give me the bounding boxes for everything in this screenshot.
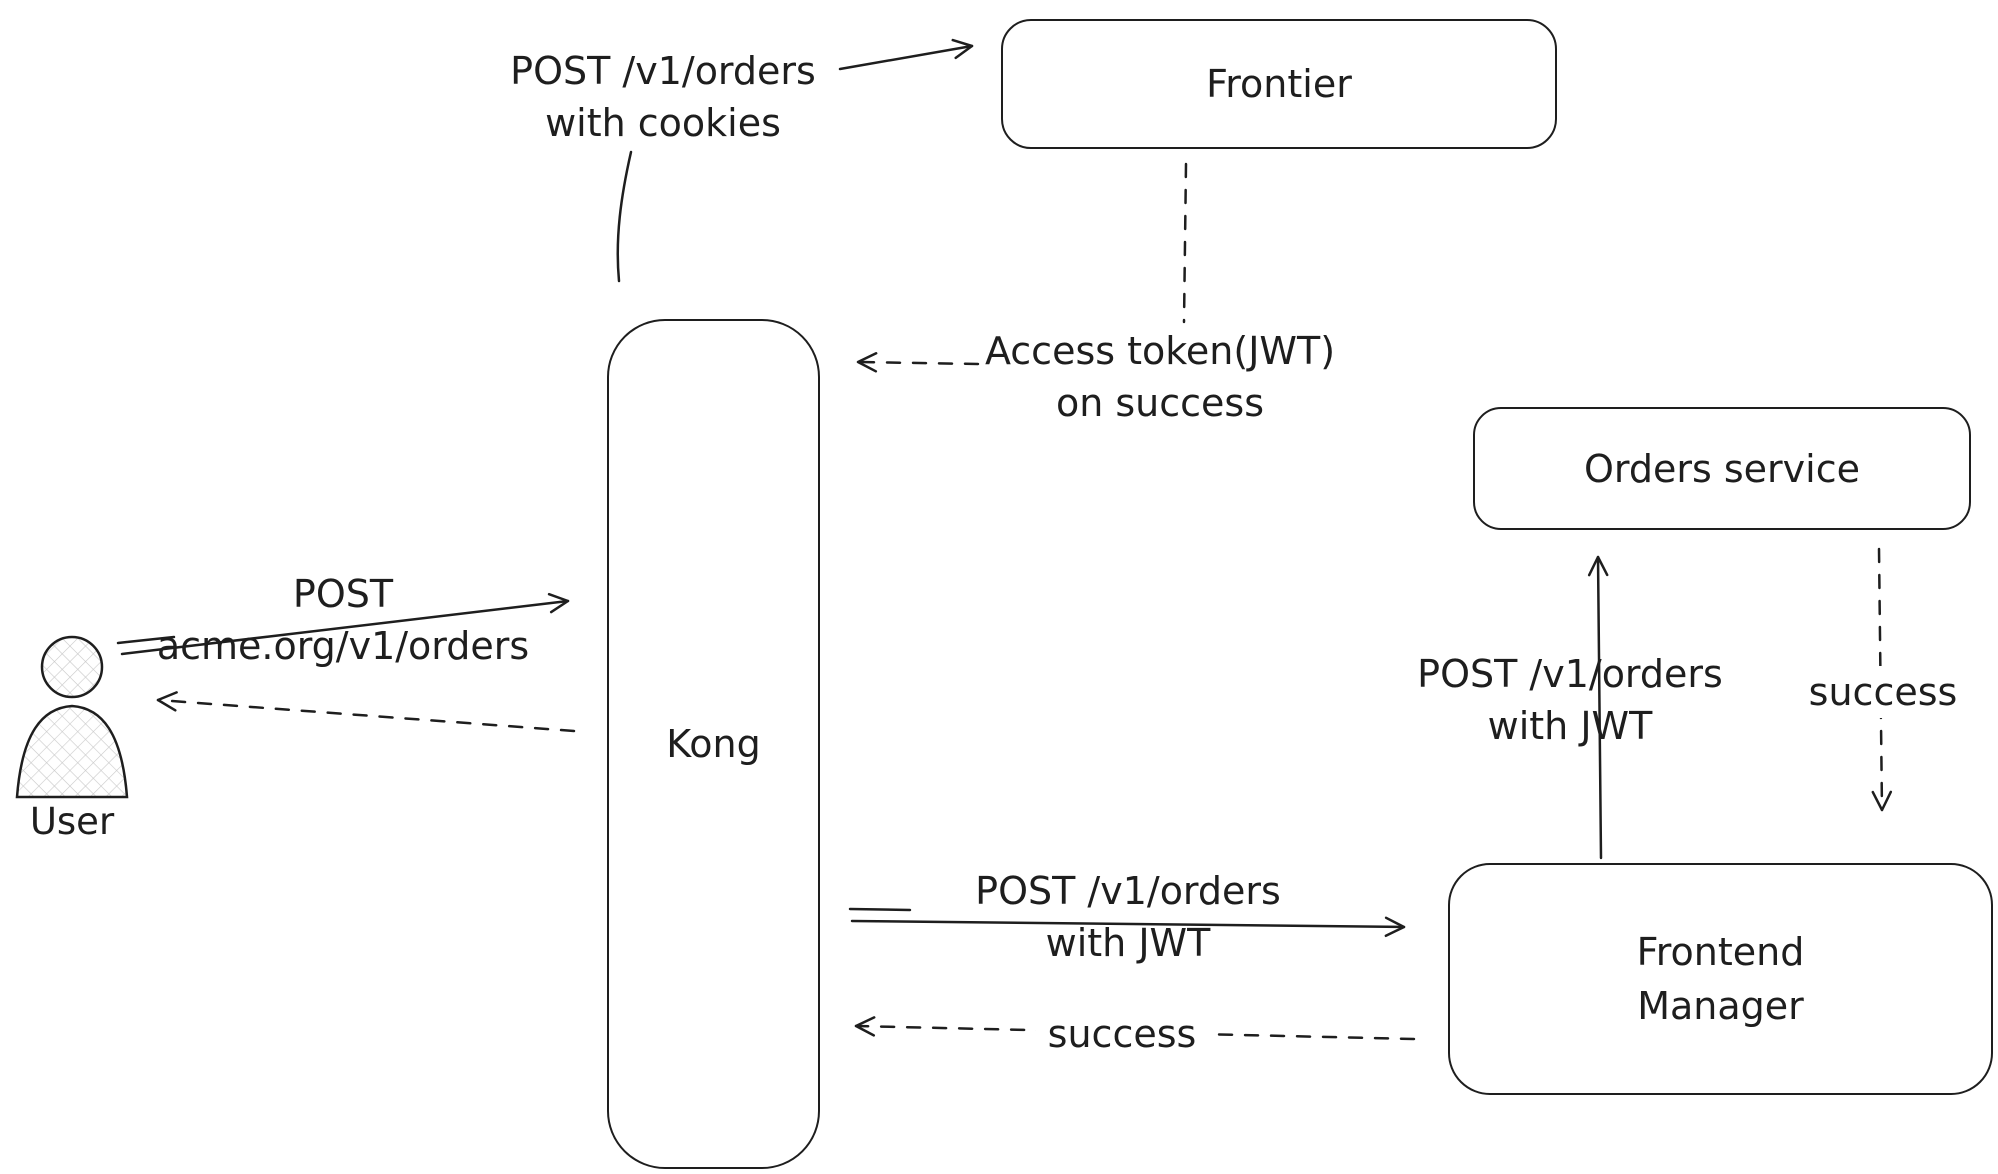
node-frontend-manager: Frontend Manager xyxy=(1448,863,1993,1095)
edge-label-frontend-manager-to-kong: success xyxy=(1035,1008,1209,1060)
edge-label-line: with cookies xyxy=(545,101,781,145)
node-kong-label: Kong xyxy=(666,722,761,766)
line-frontier-token-down xyxy=(1182,162,1188,324)
edge-label-line: Access token(JWT) xyxy=(984,329,1336,373)
node-frontend-manager-label-line1: Frontend xyxy=(1636,930,1805,974)
edge-label-line: with JWT xyxy=(1487,704,1653,748)
stroke-detail-user-arrow xyxy=(116,635,176,645)
node-orders-service-label: Orders service xyxy=(1584,446,1860,491)
node-frontier: Frontier xyxy=(1001,19,1557,149)
arrow-kong-to-user xyxy=(156,691,576,733)
arrow-frontend-manager-to-orders xyxy=(1587,555,1609,860)
user-icon-head xyxy=(40,635,104,699)
edge-label-line: POST /v1/orders xyxy=(1417,652,1723,696)
edge-label-orders-to-frontend-manager: success xyxy=(1796,666,1970,718)
node-kong: Kong xyxy=(607,319,820,1169)
edge-label-line: POST xyxy=(292,572,394,616)
edge-label-frontend-manager-to-orders: POST /v1/orders with JWT xyxy=(1417,648,1723,752)
edge-label-line: acme.org/v1/orders xyxy=(156,624,530,668)
edge-label-kong-to-frontend-manager: POST /v1/orders with JWT xyxy=(975,865,1281,969)
edge-label-frontier-to-kong: Access token(JWT) on success xyxy=(985,325,1335,429)
arrow-user-to-kong xyxy=(120,592,570,656)
edge-label-line: POST /v1/orders xyxy=(975,869,1281,913)
arrow-kong-to-frontend-manager xyxy=(850,916,1406,938)
edge-label-line: POST /v1/orders xyxy=(510,49,816,93)
edge-label-kong-to-frontier: POST /v1/orders with cookies xyxy=(510,45,816,149)
connector-cookies-label-to-kong xyxy=(616,150,633,283)
user-label: User xyxy=(29,800,115,843)
stroke-detail-kong-arrow xyxy=(848,907,912,912)
arrow-kong-to-frontier xyxy=(838,38,974,71)
arrow-frontier-to-kong xyxy=(856,352,980,373)
node-frontier-label: Frontier xyxy=(1206,62,1352,106)
edge-label-line: with JWT xyxy=(1045,921,1211,965)
user-icon xyxy=(15,635,129,799)
edge-label-user-to-kong: POST acme.org/v1/orders xyxy=(157,568,529,672)
node-frontend-manager-label-line2: Manager xyxy=(1637,984,1804,1028)
user-icon-body xyxy=(15,704,129,799)
edge-label-line: on success xyxy=(1055,381,1265,425)
node-orders-service: Orders service xyxy=(1473,407,1971,530)
